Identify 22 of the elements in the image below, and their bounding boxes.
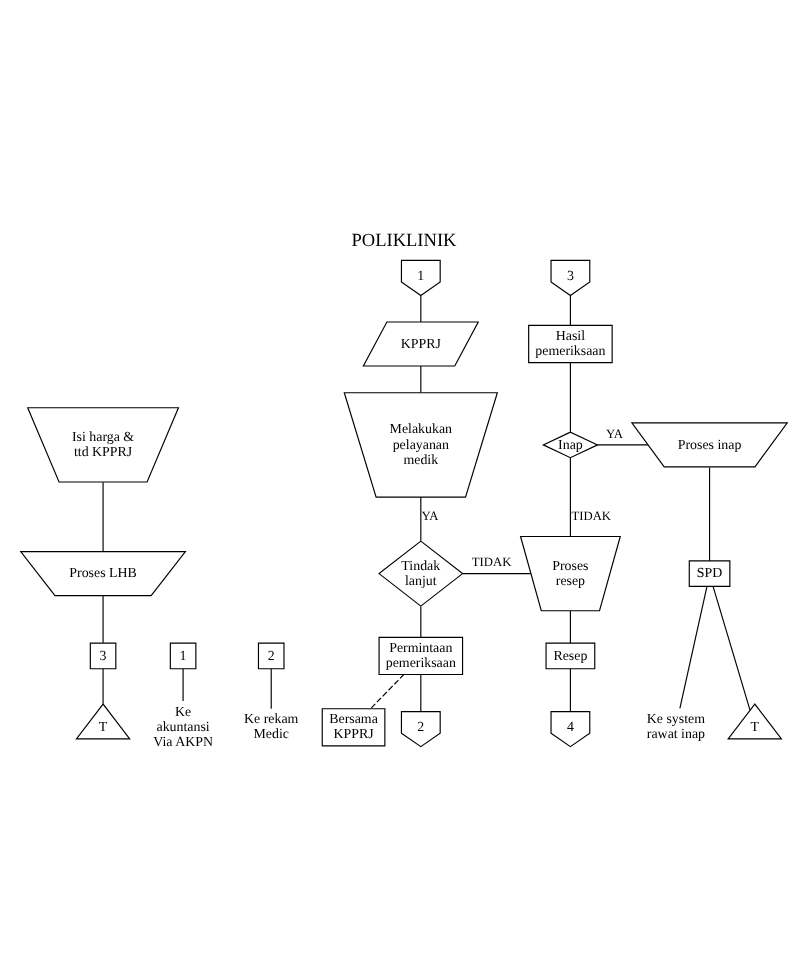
- connector: [709, 466, 711, 562]
- connector: [102, 595, 104, 644]
- connector: [270, 668, 272, 710]
- connector: [569, 362, 571, 433]
- connector: [712, 586, 751, 711]
- connector: [679, 586, 708, 709]
- connector: [569, 294, 571, 326]
- connector: [420, 365, 422, 393]
- connector: [420, 294, 422, 323]
- connector: [420, 496, 422, 542]
- connector: [370, 673, 405, 710]
- connector: [102, 481, 104, 552]
- connector: [569, 610, 571, 644]
- connector: [182, 668, 184, 702]
- connector: [569, 668, 571, 712]
- connector: [597, 444, 649, 446]
- connector: [462, 573, 532, 575]
- connector: [420, 605, 422, 638]
- connector: [420, 673, 422, 712]
- connector: [102, 668, 104, 705]
- connector: [569, 457, 571, 538]
- diagram-title: POLIKLINIK: [351, 232, 457, 253]
